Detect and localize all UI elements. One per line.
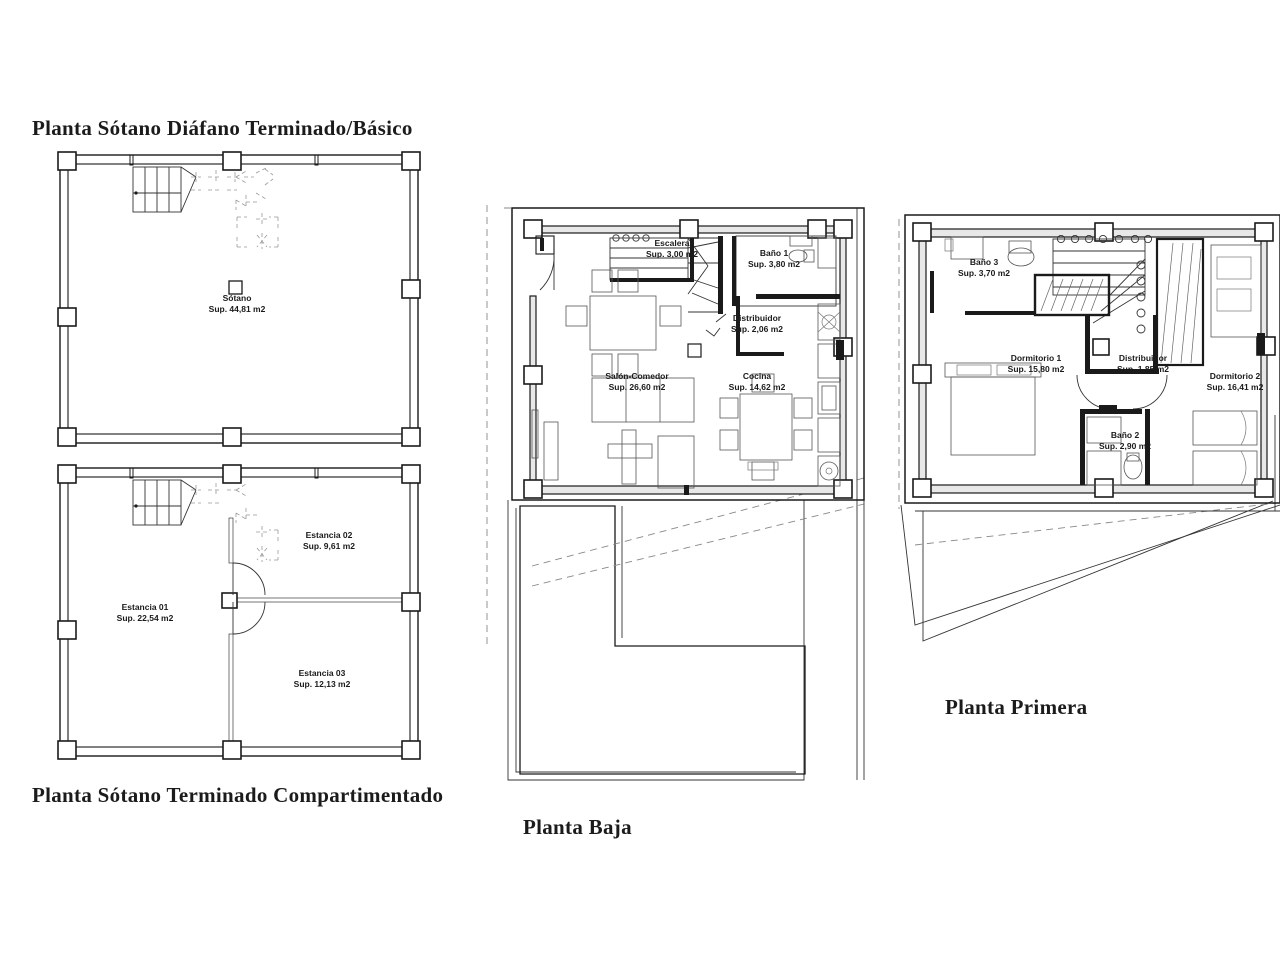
room-name: Distribuidor xyxy=(1118,353,1168,363)
terrace-angled xyxy=(900,415,1280,642)
entry-door xyxy=(535,235,555,291)
terrace-outline xyxy=(507,500,806,781)
room-label-estancia-02: Estancia 02 Sup. 9,61 m2 xyxy=(303,530,355,551)
room-area: Sup. 3,70 m2 xyxy=(958,267,1010,278)
room-name: Estancia 01 xyxy=(121,602,169,612)
bano-2-fixtures xyxy=(1080,405,1150,486)
room-name: Estancia 03 xyxy=(298,668,346,678)
room-marker-salon xyxy=(687,343,702,358)
kitchen-dining-set xyxy=(719,373,813,481)
room-label-distribuidor-primera: Distribuidor Sup. 1,85 m2 xyxy=(1117,353,1169,374)
stair-run xyxy=(132,479,197,526)
room-area: Sup. 14,62 m2 xyxy=(728,381,786,392)
room-name: Sótano xyxy=(222,293,252,303)
room-area: Sup. 1,85 m2 xyxy=(1117,363,1169,374)
room-label-cocina: Cocina Sup. 14,62 m2 xyxy=(729,371,786,392)
room-label-dormitorio-2: Dormitorio 2 Sup. 16,41 m2 xyxy=(1207,371,1264,392)
plan-title-planta-baja: Planta Baja xyxy=(523,815,632,839)
plan-title-sotano-compartimentado: Planta Sótano Terminado Compartimentado xyxy=(32,783,444,807)
room-label-estancia-03: Estancia 03 Sup. 12,13 m2 xyxy=(294,668,351,689)
room-name: Dormitorio 1 xyxy=(1010,353,1062,363)
room-label-dormitorio-1: Dormitorio 1 Sup. 15,80 m2 xyxy=(1008,353,1065,374)
cocina-fixtures xyxy=(817,303,844,487)
room-name: Baño 3 xyxy=(969,257,999,267)
room-label-salon-comedor: Salón-Comedor Sup. 26,60 m2 xyxy=(605,371,668,392)
interior-partitions xyxy=(221,517,403,742)
room-name: Estancia 02 xyxy=(305,530,353,540)
room-label-distribuidor-baja: Distribuidor Sup. 2,06 m2 xyxy=(731,313,783,334)
stair-primera xyxy=(1033,234,1205,367)
room-area: Sup. 44,81 m2 xyxy=(208,303,266,314)
room-name: Baño 1 xyxy=(759,248,789,258)
stair-run xyxy=(132,166,197,213)
bano-1-fixtures xyxy=(732,235,837,307)
room-area: Sup. 3,80 m2 xyxy=(748,258,800,269)
plan-title-sotano-diafano: Planta Sótano Diáfano Terminado/Básico xyxy=(32,116,413,140)
room-label-bano-2: Baño 2 Sup. 2,90 m2 xyxy=(1099,430,1151,451)
room-label-bano-1: Baño 1 Sup. 3,80 m2 xyxy=(748,248,800,269)
dormitorio-1-furniture xyxy=(944,362,1042,456)
bano-3-fixtures xyxy=(930,236,1035,315)
room-name: Salón-Comedor xyxy=(605,371,669,381)
dormitorio-2-furniture xyxy=(1192,244,1265,486)
room-name: Baño 2 xyxy=(1110,430,1140,440)
sofa-group xyxy=(543,377,695,489)
dining-set xyxy=(565,269,682,377)
room-area: Sup. 3,00 m2 xyxy=(646,248,698,259)
plot-slope-lines xyxy=(531,477,865,587)
room-area: Sup. 16,41 m2 xyxy=(1206,381,1264,392)
distribuidor-walls xyxy=(736,294,840,356)
room-area: Sup. 22,54 m2 xyxy=(116,612,174,623)
plan-title-planta-primera: Planta Primera xyxy=(945,695,1088,719)
room-area: Sup. 2,06 m2 xyxy=(731,323,783,334)
room-name: Escalera xyxy=(654,238,690,248)
room-label-estancia-01: Estancia 01 Sup. 22,54 m2 xyxy=(117,602,174,623)
room-area: Sup. 12,13 m2 xyxy=(293,678,351,689)
room-name: Dormitorio 2 xyxy=(1209,371,1261,381)
room-area: Sup. 2,90 m2 xyxy=(1099,440,1151,451)
room-marker xyxy=(228,280,243,295)
room-label-bano-3: Baño 3 Sup. 3,70 m2 xyxy=(958,257,1010,278)
room-label-sotano: Sótano Sup. 44,81 m2 xyxy=(209,293,266,314)
room-area: Sup. 9,61 m2 xyxy=(303,540,355,551)
stair-escalera xyxy=(609,234,723,314)
room-area: Sup. 15,80 m2 xyxy=(1007,363,1065,374)
room-area: Sup. 26,60 m2 xyxy=(608,381,666,392)
room-name: Distribuidor xyxy=(732,313,782,323)
room-name: Cocina xyxy=(742,371,772,381)
room-label-escalera: Escalera Sup. 3,00 m2 xyxy=(646,238,698,259)
